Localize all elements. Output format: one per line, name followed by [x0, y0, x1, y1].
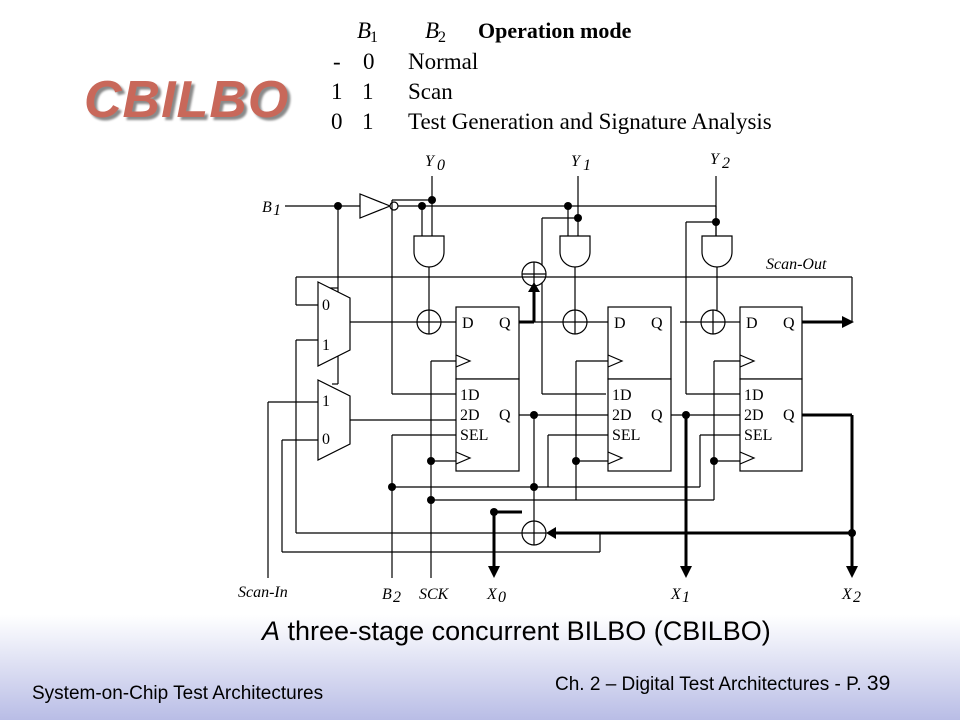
footer-page-number: 39	[866, 672, 891, 695]
label-y2-sub: 2	[722, 155, 730, 172]
table-header-b2-sub: 2	[438, 29, 446, 46]
mux-bottom-in0: 0	[322, 431, 330, 448]
y-inputs	[391, 176, 740, 395]
ff-bottom-1-1d: 1D	[612, 387, 632, 404]
inverter-gate	[359, 193, 392, 219]
table-header-b1: B	[357, 18, 371, 43]
table-row1-b2: 0	[363, 49, 375, 74]
label-b1: B	[262, 199, 272, 216]
table-row1-mode: Normal	[408, 49, 478, 74]
xor-stage-2	[700, 309, 726, 335]
label-y1-sub: 1	[583, 157, 591, 174]
mode-table: B 1 B 2 Operation mode - 0 Normal 1 1 Sc…	[331, 18, 772, 134]
table-row2-b2: 1	[362, 79, 374, 104]
ff-bottom-2-2d: 2D	[744, 407, 764, 424]
table-header-mode: Operation mode	[478, 18, 632, 43]
figure-caption: A three-stage concurrent BILBO (CBILBO)	[262, 616, 771, 647]
inverter-bubble	[389, 201, 399, 211]
caption-text: three-stage concurrent BILBO (CBILBO)	[280, 616, 771, 646]
ff-top-2	[739, 306, 803, 380]
flipflops: D Q 1D 2D Q SEL D Q 1D 2D Q SEL D Q 1D 2…	[455, 306, 803, 472]
input-labels: Y 0 Y 1 Y 2 B 1 Scan-Out	[262, 151, 827, 273]
table-row3-b1: 0	[331, 109, 343, 134]
label-y0: Y	[425, 153, 436, 170]
table-header-b2: B	[425, 18, 439, 43]
slide-title: CBILBO	[84, 71, 290, 129]
table-row3-b2: 1	[362, 109, 374, 134]
label-y2: Y	[710, 151, 721, 168]
label-x0-sub: 0	[498, 589, 506, 606]
bottom-row-wiring	[267, 339, 858, 578]
ff-bottom-1	[607, 378, 672, 472]
label-y0-sub: 0	[437, 157, 445, 174]
ff-top-1-d: D	[614, 315, 626, 332]
ff-top-0-q: Q	[499, 315, 511, 332]
caption-prefix: A	[262, 616, 281, 646]
table-header-b1-sub: 1	[370, 29, 378, 46]
mux-top-in0: 0	[322, 297, 330, 314]
label-b2-sub: 2	[393, 589, 401, 606]
table-row2-mode: Scan	[408, 79, 453, 104]
table-row1-b1: -	[333, 49, 341, 74]
bottom-labels: Scan-In B 2 SCK X 0 X 1 X 2	[238, 584, 861, 606]
ff-bottom-2	[739, 378, 803, 472]
ff-bottom-0-q: Q	[499, 407, 511, 424]
ff-bottom-0-2d: 2D	[460, 407, 480, 424]
ff-bottom-1-q: Q	[651, 407, 663, 424]
mux-bottom-in1: 1	[322, 393, 330, 410]
footer-chapter: Ch. 2 – Digital Test Architectures - P. …	[555, 672, 890, 696]
and-gate-2	[701, 235, 733, 268]
ff-bottom-1-2d: 2D	[612, 407, 632, 424]
ff-bottom-0-sel: SEL	[460, 427, 488, 444]
label-y1: Y	[571, 153, 582, 170]
and-gate-0	[413, 235, 445, 268]
label-x1-sub: 1	[682, 589, 690, 606]
label-scan-out: Scan-Out	[766, 256, 827, 273]
footer-band	[0, 615, 960, 720]
label-sck: SCK	[419, 586, 450, 603]
label-x1: X	[670, 586, 682, 603]
ff-top-2-d: D	[746, 315, 758, 332]
label-scan-in: Scan-In	[238, 584, 288, 601]
mux-bottom: 1 0	[317, 379, 351, 461]
ff-bottom-1-sel: SEL	[612, 427, 640, 444]
ff-top-2-q: Q	[783, 315, 795, 332]
mux-top-in1: 1	[322, 337, 330, 354]
label-x2-sub: 2	[853, 589, 861, 606]
and-gates	[413, 235, 733, 310]
footer-chapter-text: Ch. 2 – Digital Test Architectures - P.	[555, 674, 862, 695]
xor-stage-1	[562, 309, 588, 335]
and-gate-1	[559, 235, 591, 268]
label-b2: B	[382, 586, 392, 603]
mux-top: 0 1	[317, 281, 351, 367]
table-row2-b1: 1	[331, 79, 343, 104]
ff-bottom-0	[455, 378, 520, 472]
label-x2: X	[841, 586, 853, 603]
top-row-wiring	[295, 276, 854, 328]
ff-top-0-d: D	[462, 315, 474, 332]
ff-bottom-2-1d: 1D	[744, 387, 764, 404]
table-row3-mode: Test Generation and Signature Analysis	[408, 109, 772, 134]
xor-stage-0	[416, 309, 442, 335]
ff-bottom-0-1d: 1D	[460, 387, 480, 404]
ff-bottom-2-sel: SEL	[744, 427, 772, 444]
label-b1-sub: 1	[273, 202, 281, 219]
xor-feedback-bottom	[521, 520, 547, 546]
label-x0: X	[486, 586, 498, 603]
ff-bottom-2-q: Q	[783, 407, 795, 424]
footer-book-title: System-on-Chip Test Architectures	[32, 683, 324, 704]
ff-top-1-q: Q	[651, 315, 663, 332]
